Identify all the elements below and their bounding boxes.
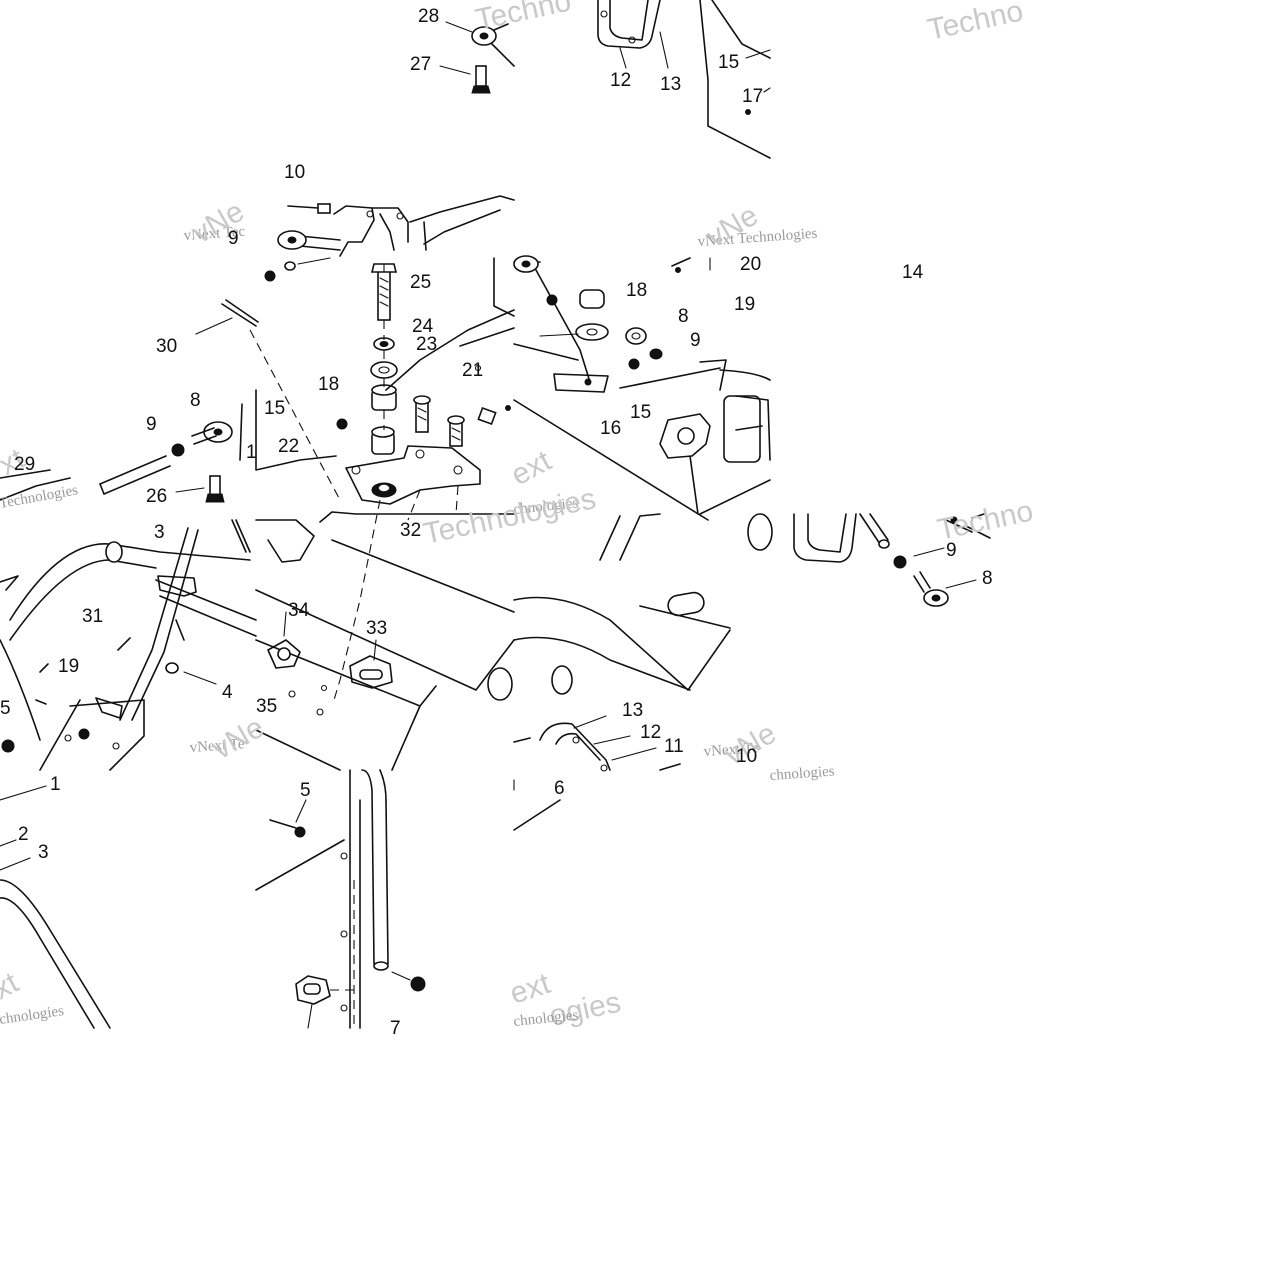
- callout-35: 35: [256, 696, 277, 717]
- center-body: [255, 511, 515, 771]
- callout-13: 13: [622, 700, 643, 721]
- callout-1: 1: [50, 774, 61, 795]
- callout-7: 7: [390, 1018, 401, 1039]
- watermark-text: chnologies: [513, 1007, 579, 1030]
- callout-14: 14: [902, 262, 924, 283]
- callout-13: 13: [660, 74, 681, 95]
- callout-15: 15: [718, 52, 739, 73]
- watermark-text: Techno: [925, 0, 1026, 47]
- callout-33: 33: [366, 618, 387, 639]
- lower-left-frame: [0, 519, 257, 771]
- callout-9: 9: [690, 330, 701, 351]
- callout-15: 15: [264, 398, 285, 419]
- watermark-text: Technologies: [421, 482, 599, 551]
- center-right-lower: [487, 479, 773, 772]
- watermarks: Techno Techno vNext Tec vNe vNext Te chno…: [0, 0, 1036, 1033]
- callout-11: 11: [664, 736, 684, 757]
- watermark-text: vNext Te: [189, 736, 245, 756]
- right-upper-assembly: [493, 255, 771, 521]
- callout-25: 25: [410, 272, 431, 293]
- callout-10: 10: [284, 162, 305, 183]
- callout-4: 4: [222, 682, 233, 703]
- callout-9: 9: [228, 228, 239, 249]
- eye-28-part: [445, 21, 515, 67]
- watermark-text: Techno: [473, 0, 574, 37]
- watermark-text: Technologies: [0, 482, 79, 512]
- callout-12: 12: [640, 722, 661, 743]
- callout-8: 8: [982, 568, 993, 589]
- callout-1: 1: [246, 442, 257, 463]
- callout-2: 2: [18, 824, 29, 845]
- callout-34: 34: [288, 600, 310, 621]
- right-middle-bracket: [793, 513, 991, 607]
- callout-26: 26: [146, 486, 167, 507]
- watermark-text: ext: [506, 444, 557, 492]
- center-stack: [249, 263, 515, 701]
- callout-18: 18: [626, 280, 647, 301]
- callout-5: 5: [0, 698, 11, 719]
- callout-31: 31: [82, 606, 103, 627]
- callout-23: 23: [416, 334, 437, 355]
- upper-mount: [264, 195, 515, 282]
- callout-29: 29: [14, 454, 35, 475]
- callout-9: 9: [146, 414, 157, 435]
- callout-21: 21: [462, 360, 483, 381]
- watermark-text: chnologies: [513, 495, 579, 518]
- callout-12: 12: [610, 70, 631, 91]
- bracket-12-13: [597, 0, 771, 159]
- watermark-text: vNe: [207, 711, 270, 766]
- watermark-text: chnologies: [0, 1003, 65, 1028]
- watermark-text: Techno: [935, 494, 1036, 546]
- watermark-text: chnologies: [769, 763, 835, 784]
- watermark-text: vNext Te: [703, 740, 759, 760]
- callout-8: 8: [190, 390, 201, 411]
- watermark-text: xt: [0, 966, 24, 1006]
- bolt-27-part: [439, 65, 491, 94]
- watermark-text: vNext Tec: [183, 224, 246, 244]
- callout-10: 10: [736, 746, 757, 767]
- callout-16: 16: [600, 418, 621, 439]
- callout-15: 15: [630, 402, 651, 423]
- lower-left-tube: [0, 785, 111, 1029]
- line-art: [0, 0, 991, 1029]
- callout-9: 9: [946, 540, 957, 561]
- callout-19: 19: [58, 656, 79, 677]
- callout-27: 27: [410, 54, 431, 75]
- callout-24: 24: [412, 316, 434, 337]
- callout-22: 22: [278, 436, 299, 457]
- callout-labels: 28 27 12 13 15 17 10 9 14 20 19 25 18 8 …: [0, 6, 993, 1039]
- callout-30: 30: [156, 336, 177, 357]
- left-linkage: [0, 403, 243, 591]
- callout-3: 3: [38, 842, 49, 863]
- callout-5: 5: [300, 780, 311, 801]
- callout-8: 8: [678, 306, 689, 327]
- callout-20: 20: [740, 254, 761, 275]
- lower-middle-panel: [255, 769, 426, 1029]
- callout-19: 19: [734, 294, 755, 315]
- callout-6: 6: [554, 778, 565, 799]
- callout-18: 18: [318, 374, 339, 395]
- callout-17: 17: [742, 86, 763, 107]
- callout-3: 3: [154, 522, 165, 543]
- callout-28: 28: [418, 6, 439, 27]
- rod-30: [195, 299, 259, 335]
- callout-32: 32: [400, 520, 421, 541]
